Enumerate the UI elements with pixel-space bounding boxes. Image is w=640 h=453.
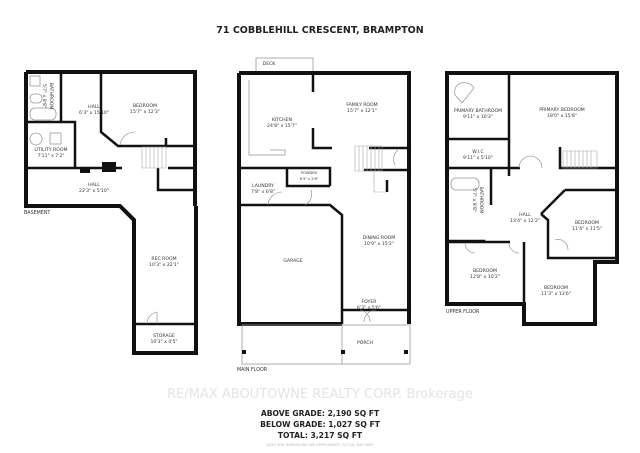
room-label: 5'7" x 8'8" <box>471 188 477 212</box>
room-label: 9'11" x 5'10" <box>463 155 493 161</box>
room-label: 11'4" x 11'5" <box>572 226 602 232</box>
room-label: 7'11" x 7'2" <box>37 153 64 159</box>
room-label: 10'3" x 4'5" <box>150 339 177 345</box>
room-label: HALL <box>519 212 531 218</box>
main-floor-label: MAIN FLOOR <box>237 367 268 373</box>
room-label: HALL <box>88 104 100 110</box>
room-label: HALL <box>88 182 100 188</box>
main-outer-wall <box>237 71 411 326</box>
room-label: BEDROOM <box>473 268 497 274</box>
room-label: UTILITY ROOM <box>35 147 68 153</box>
room-label: BEDROOM <box>575 220 599 226</box>
room-label: 15'7" x 12'1" <box>347 108 377 114</box>
basement-plan: HALL 6'3" x 15'10" BEDROOM 15'7" x 12'3"… <box>24 70 198 355</box>
total-area: TOTAL: 3,217 SQ FT <box>278 431 363 440</box>
room-label: FOYER <box>362 299 378 305</box>
property-title: 71 COBBLEHILL CRESCENT, BRAMPTON <box>216 25 423 36</box>
upper-outer-wall <box>445 71 619 326</box>
room-label: KITCHEN <box>272 117 292 123</box>
room-label: BEDROOM <box>133 103 157 109</box>
room-label: STORAGE <box>153 333 175 339</box>
room-label: 7'8" x 6'8" <box>251 189 275 195</box>
room-label: BATHROOM <box>48 83 54 110</box>
main-floor-plan: DECK KITCHEN 24'8" x 15'7" FAMILY ROOM 1… <box>237 57 411 373</box>
room-label: DINING ROOM <box>363 235 396 241</box>
brokerage-watermark: RE/MAX ABOUTOWNE REALTY CORP. Brokerage <box>167 387 473 402</box>
room-label: 15'7" x 12'3" <box>130 109 160 115</box>
room-label: PORCH <box>357 340 373 346</box>
room-label: 6'3" x 15'10" <box>79 110 109 116</box>
room-label: 5'7" x 8'8" <box>41 84 47 108</box>
basement-outer-wall <box>24 70 198 355</box>
room-label: DECK <box>263 61 277 67</box>
room-label: 13'4" x 12'2" <box>510 218 540 224</box>
room-label: 9'11" x 10'3" <box>463 114 493 120</box>
room-label: 22'3" x 5'10" <box>79 188 109 194</box>
disclaimer: SIZES AND DIMENSIONS ARE APPROXIMATE. AC… <box>266 443 374 447</box>
room-label: 18'0" x 15'8" <box>547 113 577 119</box>
room-label: BATHROOM <box>478 187 484 214</box>
room-label: GARAGE <box>283 258 302 264</box>
room-label: REC ROOM <box>151 256 176 262</box>
room-label: 11'3" x 13'6" <box>541 291 571 297</box>
room-label: 6'3" x 5'6" <box>357 305 381 311</box>
room-label: 10'3" x 22'1" <box>149 262 179 268</box>
room-label: 10'9" x 15'2" <box>364 241 394 247</box>
room-label: LAUNDRY <box>252 183 274 189</box>
room-label: 6'3" x 2'6" <box>300 177 319 181</box>
room-label: POWDER <box>301 171 318 175</box>
room-label: BEDROOM <box>544 285 568 291</box>
below-grade-area: BELOW GRADE: 1,027 SQ FT <box>260 420 381 429</box>
room-label: PRIMARY BATHROOM <box>454 108 502 114</box>
room-label: W.I.C <box>472 149 484 155</box>
basement-label: BASEMENT <box>24 210 50 216</box>
upper-floor-plan: PRIMARY BATHROOM 9'11" x 10'3" PRIMARY B… <box>445 71 619 326</box>
room-label: 24'8" x 15'7" <box>267 123 297 129</box>
room-label: PRIMARY BEDROOM <box>539 107 585 113</box>
room-label: 12'8" x 10'2" <box>470 274 500 280</box>
upper-floor-label: UPPER FLOOR <box>446 309 480 315</box>
above-grade-area: ABOVE GRADE: 2,190 SQ FT <box>261 409 380 418</box>
room-label: FAMILY ROOM <box>346 102 377 108</box>
